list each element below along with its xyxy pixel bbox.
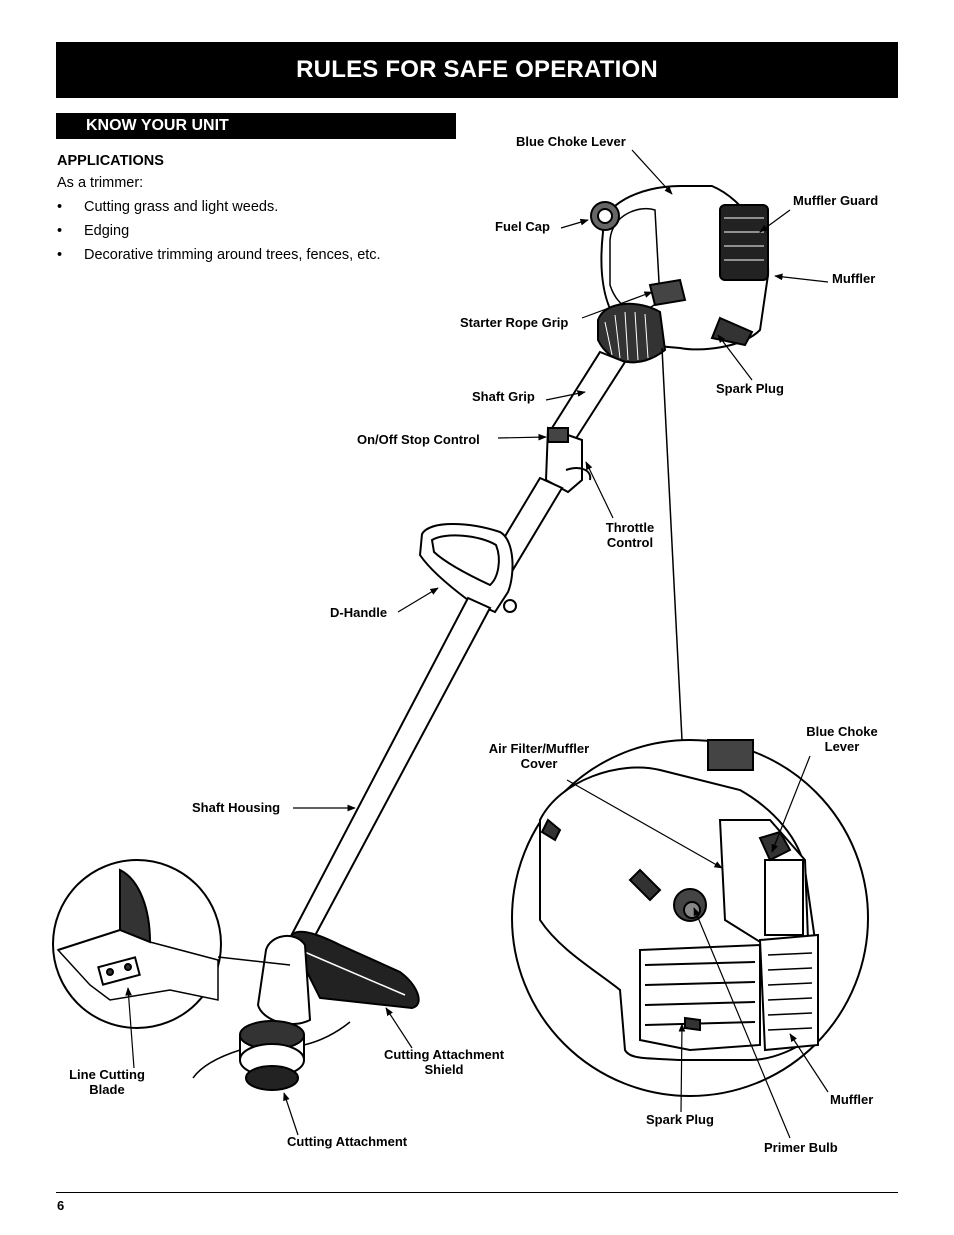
page-title: RULES FOR SAFE OPERATION (56, 42, 898, 98)
applications-block: APPLICATIONS As a trimmer: • Cutting gras… (57, 150, 381, 266)
label-line-cutting-blade: Line Cutting Blade (62, 1067, 152, 1097)
engine-illustration (590, 185, 770, 364)
list-item-text: Edging (84, 223, 130, 239)
label-line: Line Cutting (69, 1067, 145, 1082)
label-muffler: Muffler (832, 271, 876, 286)
label-shaft-housing: Shaft Housing (192, 800, 281, 815)
label-line: Air Filter/Muffler (488, 741, 590, 756)
connector-line (661, 347, 683, 741)
label-primer-bulb: Primer Bulb (764, 1140, 838, 1155)
list-item: • Edging (57, 220, 381, 242)
label-muffler-inset: Muffler (830, 1092, 874, 1107)
callout-arrows (125, 149, 829, 1139)
section-heading: KNOW YOUR UNIT (56, 113, 456, 139)
label-d-handle: D-Handle (330, 605, 388, 620)
label-throttle-control: Throttle Control (598, 520, 662, 550)
label-line: Control (606, 535, 654, 550)
label-blue-choke-lever-inset: Blue Choke Lever (798, 724, 886, 754)
list-item-text: Cutting grass and light weeds. (84, 199, 279, 215)
bullet: • (57, 247, 63, 263)
label-fuel-cap: Fuel Cap (495, 219, 550, 234)
label-line: Blade (89, 1082, 125, 1097)
applications-intro: As a trimmer: (57, 175, 144, 191)
label-starter-rope-grip: Starter Rope Grip (460, 315, 569, 330)
label-cutting-attachment: Cutting Attachment (287, 1134, 408, 1149)
label-muffler-guard: Muffler Guard (793, 193, 879, 208)
page-number: 6 (57, 1198, 65, 1213)
list-item-text: Decorative trimming around trees, fences… (84, 247, 381, 263)
list-item: • Cutting grass and light weeds. (57, 196, 381, 218)
cutting-head-illustration (192, 930, 420, 1091)
footer-rule (56, 1192, 898, 1193)
list-item: • Decorative trimming around trees, fence… (57, 244, 381, 266)
label-spark-plug: Spark Plug (716, 381, 784, 396)
applications-list: •Cutting grass and light weeds. •Edging … (57, 196, 381, 266)
label-shaft-grip: Shaft Grip (472, 389, 535, 404)
bullet: • (57, 199, 63, 215)
label-line: Shield (424, 1062, 464, 1077)
label-on-off-stop-control: On/Off Stop Control (357, 432, 480, 447)
label-cutting-attachment-shield: Cutting Attachment Shield (374, 1047, 514, 1077)
d-handle-illustration (418, 523, 517, 614)
label-blue-choke-lever: Blue Choke Lever (516, 134, 626, 149)
applications-heading: APPLICATIONS (57, 153, 164, 169)
bullet: • (57, 223, 63, 239)
line-cutting-blade-inset (52, 859, 291, 1029)
label-air-filter-muffler-cover: Air Filter/Muffler Cover (480, 741, 598, 771)
label-line: Cover (520, 756, 558, 771)
label-line: Throttle (605, 520, 655, 535)
lower-shaft (288, 596, 492, 947)
label-line: Cutting Attachment (383, 1047, 505, 1062)
label-line: Blue Choke (806, 724, 878, 739)
engine-detail-inset (511, 739, 869, 1097)
label-spark-plug-inset: Spark Plug (646, 1112, 714, 1127)
label-line: Lever (824, 739, 860, 754)
